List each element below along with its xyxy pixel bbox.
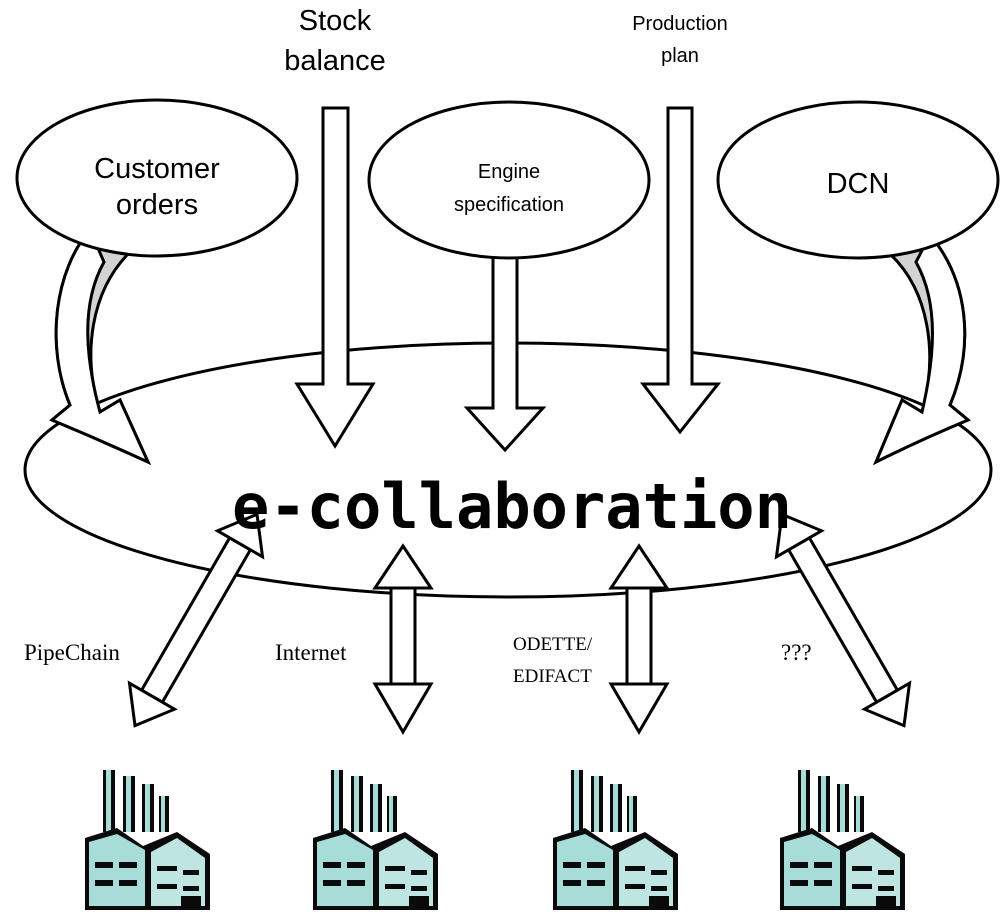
dcn-label: DCN	[827, 168, 890, 200]
customer-orders-label-line-1: Customer	[94, 153, 220, 185]
internet-label: Internet	[275, 640, 347, 665]
engine-specification-label-line-1: Engine	[478, 161, 540, 183]
odette-edifact-double-arrow	[608, 543, 670, 735]
factory-icon	[313, 770, 438, 910]
factory-icon	[85, 770, 210, 910]
customer-orders-label-line-2: orders	[116, 189, 198, 221]
odette-edifact-label-line-1: ODETTE/	[513, 634, 593, 655]
factory-icon	[553, 770, 678, 910]
pipechain-label: PipeChain	[24, 640, 120, 665]
internet-double-arrow	[372, 543, 434, 735]
dcn-curved-arrow	[873, 232, 971, 466]
factory-icon	[780, 770, 905, 910]
customer-orders-ellipse	[15, 98, 299, 258]
engine-specification-down-arrow	[463, 232, 547, 453]
pipechain-double-arrow	[127, 512, 265, 728]
production-plan-label-line-2: plan	[661, 45, 699, 67]
customer-orders-curved-arrow	[49, 227, 152, 466]
odette-edifact-label-line-2: EDIFACT	[513, 666, 592, 687]
e-collaboration-label: e-collaboration	[232, 470, 792, 543]
stock-balance-label-line-2: balance	[284, 45, 386, 77]
stock-balance-down-arrow	[294, 106, 376, 449]
production-plan-label-line-1: Production	[632, 13, 728, 35]
dcn-ellipse	[716, 100, 1000, 260]
engine-specification-label-line-2: specification	[454, 194, 564, 216]
unknown-channel-label: ???	[781, 640, 812, 665]
unknown-channel-double-arrow	[774, 512, 912, 728]
stock-balance-label-line-1: Stock	[299, 5, 372, 37]
production-plan-down-arrow	[639, 106, 722, 435]
engine-specification-ellipse	[367, 100, 651, 260]
